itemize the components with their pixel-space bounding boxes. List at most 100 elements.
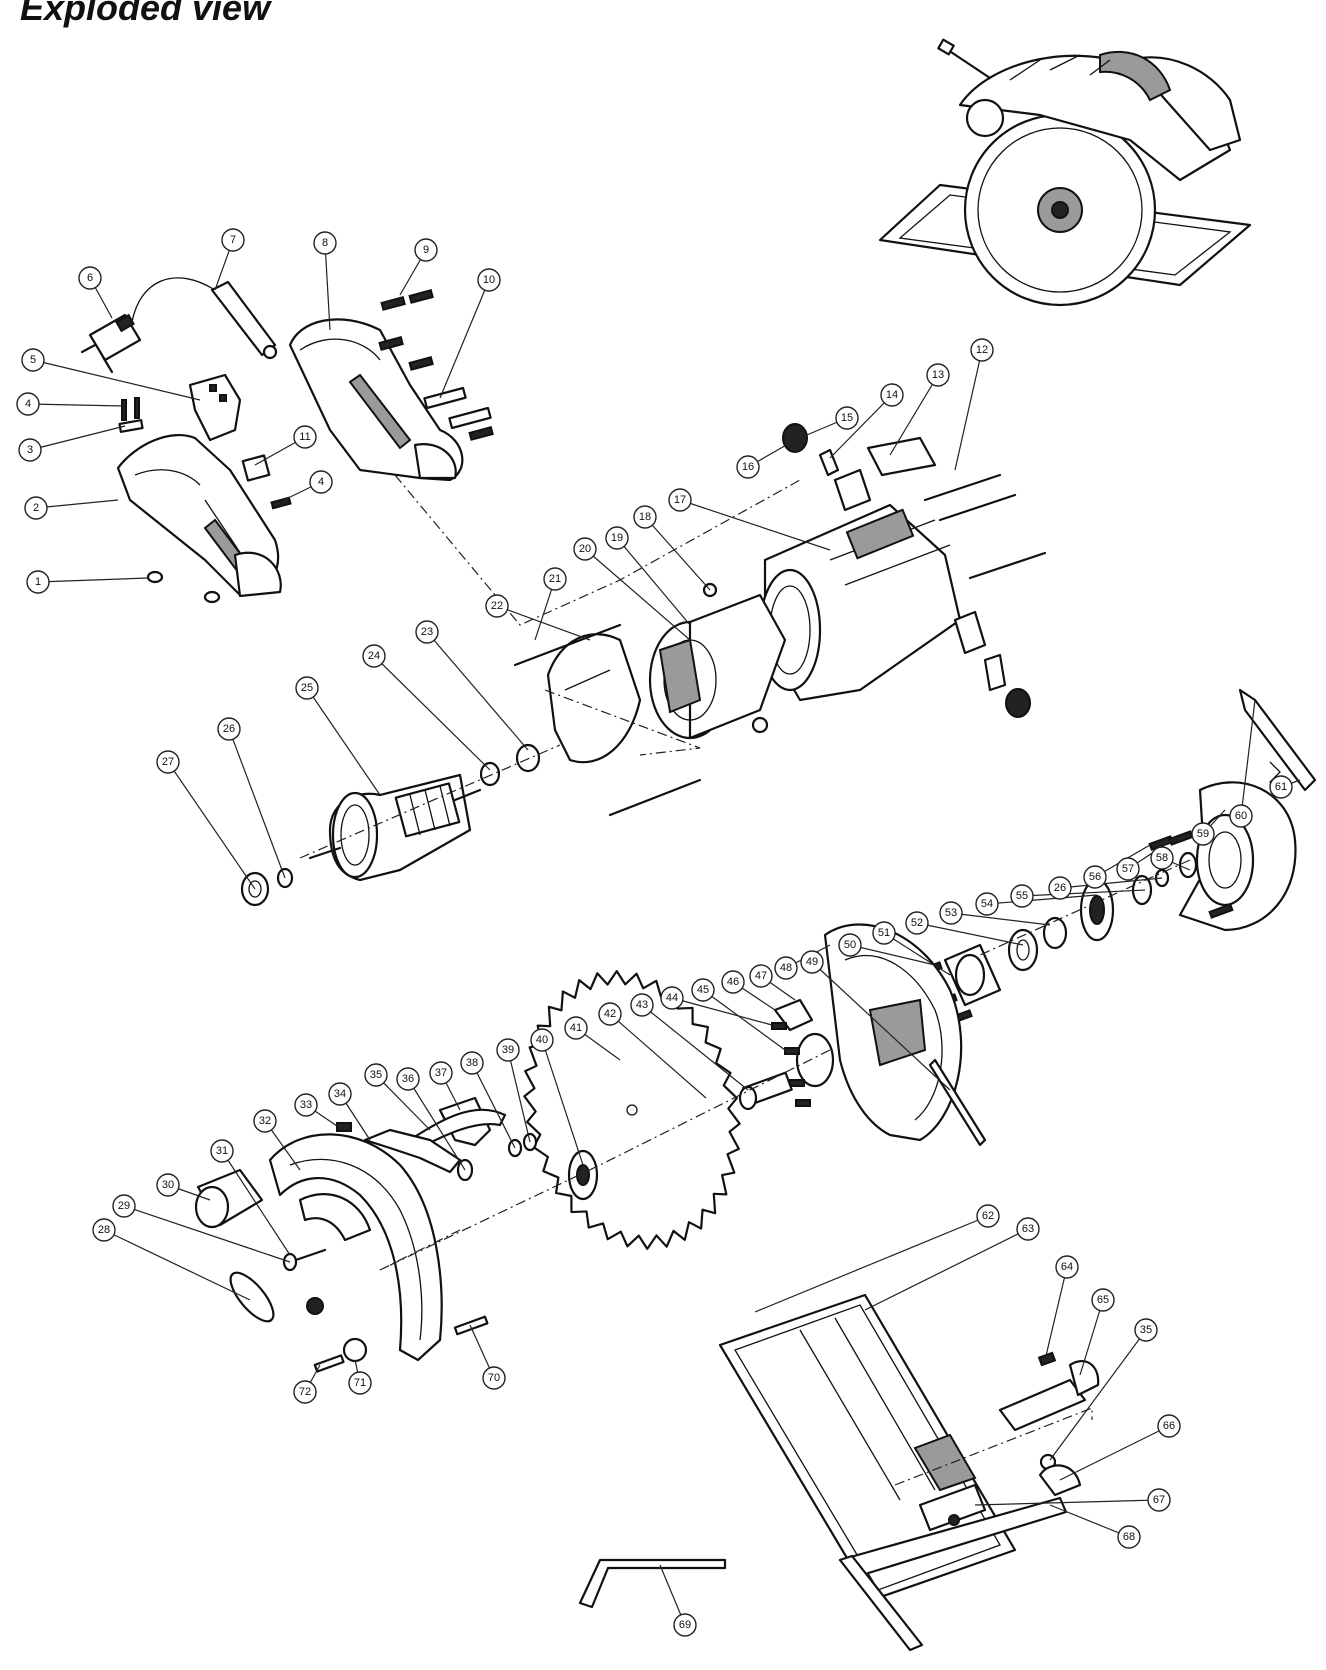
callout-circle [295,676,319,700]
callout-number: 68 [1123,1531,1135,1543]
callout-number: 29 [118,1200,130,1212]
part-callout: 22 [485,594,509,618]
callout-leader [439,279,490,399]
handle-screws [378,289,494,441]
callout-circle [1150,846,1174,870]
callout-circle [1157,1414,1181,1438]
callout-circle [633,505,657,529]
switch-part [188,373,242,442]
callout-number: 65 [1097,1294,1109,1306]
part-callout: 46 [721,970,745,994]
callout-number: 34 [334,1088,346,1100]
callout-number: 19 [611,532,623,544]
part-callout: 51 [872,921,896,945]
callout-leader [849,944,936,966]
brush-holders [782,423,1031,718]
gear [1079,878,1115,942]
callout-circle [221,228,245,252]
callout-circle [749,964,773,988]
callout-number: 69 [679,1619,691,1631]
callout-circle [880,383,904,407]
callout-number: 36 [402,1073,414,1085]
callout-number: 7 [230,234,236,246]
callout-number: 46 [727,976,739,988]
callout-circle [293,1380,317,1404]
callout-circle [21,348,45,372]
callout-circle [415,620,439,644]
callout-circle [26,570,50,594]
callout-circle [92,1218,116,1242]
nameplate [866,436,937,477]
callout-number: 3 [27,444,33,456]
part-callout: 3 [18,438,42,462]
part-callout: 7 [221,228,245,252]
plug-part [80,313,142,374]
part-callout: 35 [1134,1318,1158,1342]
callout-number: 56 [1089,871,1101,883]
part-callout: 12 [970,338,994,362]
callout-leader [426,631,529,751]
armature [308,773,482,882]
callout-leader [496,605,591,641]
callout-leader [829,394,893,459]
callout-number: 45 [697,984,709,996]
callout-number: 61 [1275,781,1287,793]
lock-plate-and-screws [771,998,835,1107]
part-callout: 59 [1191,822,1215,846]
callout-circle [1117,1525,1141,1549]
callout-leader [375,1074,431,1131]
part-callout: 17 [668,488,692,512]
part-callout: 30 [156,1173,180,1197]
callout-number: 4 [25,398,31,410]
callout-number: 2 [33,502,39,514]
housing-long-screws [923,473,1047,580]
callout-circle [1191,822,1215,846]
callout-number: 49 [806,956,818,968]
callout-circle [364,1063,388,1087]
callout-number: 22 [491,600,503,612]
long-stator-screws [513,623,702,817]
fan-baffle [546,633,642,764]
callout-circle [253,1109,277,1133]
part-callout: 56 [1083,865,1107,889]
part-callout: 31 [210,1139,234,1163]
callout-leader [671,997,773,1026]
diagram-title: Exploded view [20,0,272,28]
callout-leader [27,403,125,407]
callout-number: 18 [639,511,651,523]
bearing-plate [923,943,1002,1023]
callout-circle [156,1173,180,1197]
callout-leader [754,1215,989,1313]
part-callout: 41 [564,1016,588,1040]
callout-circle [78,266,102,290]
bevel-adjust-parts [998,1351,1100,1497]
callout-circle [485,594,509,618]
callout-number: 51 [878,927,890,939]
part-callout: 72 [293,1380,317,1404]
callout-leader [811,961,951,1091]
callout-leader [609,1013,707,1099]
power-cord [131,277,278,360]
callout-circle [210,1139,234,1163]
callout-number: 43 [636,999,648,1011]
callout-leader [541,1039,584,1166]
part-callout: 19 [605,526,629,550]
part-callout: 61 [1269,775,1293,799]
callout-leader [1059,1425,1170,1481]
callout-number: 4 [318,476,324,488]
callout-number: 31 [216,1145,228,1157]
part-callout: 26 [1048,876,1072,900]
part-callout: 24 [362,644,386,668]
part-callout: 49 [800,950,824,974]
callout-leader [1079,1299,1104,1376]
callout-circle [1055,1255,1079,1279]
part-callout: 38 [460,1051,484,1075]
callout-number: 60 [1235,810,1247,822]
nuts-1 [146,570,221,604]
callout-circle [939,901,963,925]
callout-number: 66 [1163,1420,1175,1432]
callout-leader [37,577,149,583]
callout-circle [482,1366,506,1390]
callout-circle [1048,876,1072,900]
callout-number: 54 [981,898,993,910]
